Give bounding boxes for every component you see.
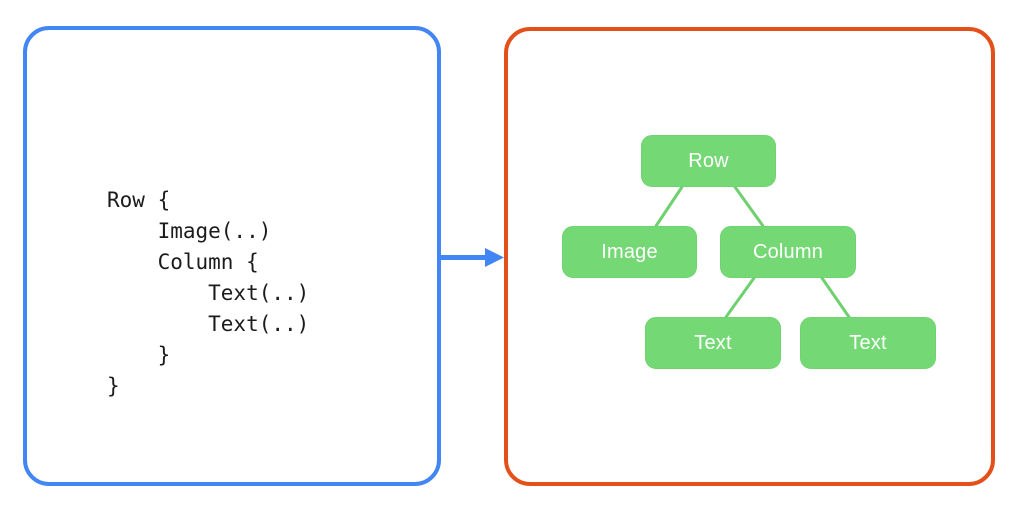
tree-node-label: Column [752, 240, 824, 263]
tree-node-label: Row [688, 149, 729, 172]
tree-node-label: Text [694, 331, 732, 354]
code-panel: Row { Image(..) Column { Text(..) Text(.… [23, 26, 441, 486]
edge-column-text2 [820, 276, 851, 319]
tree-node-image[interactable]: Image [562, 226, 697, 278]
code-snippet: Row { Image(..) Column { Text(..) Text(.… [107, 188, 310, 398]
tree-node-row[interactable]: Row [641, 135, 776, 187]
tree-edges [654, 185, 851, 319]
tree-node-text-2[interactable]: Text [800, 317, 936, 369]
tree-node-label: Image [601, 240, 658, 263]
tree-node-text-1[interactable]: Text [645, 317, 781, 369]
tree-node-label: Text [849, 331, 887, 354]
arrow-right-icon [436, 240, 510, 276]
composition-tree: Row Image Column Text Text [504, 27, 995, 486]
edge-row-column [733, 185, 765, 228]
tree-node-column[interactable]: Column [720, 226, 856, 278]
edge-row-image [654, 185, 684, 228]
edge-column-text1 [724, 276, 756, 319]
